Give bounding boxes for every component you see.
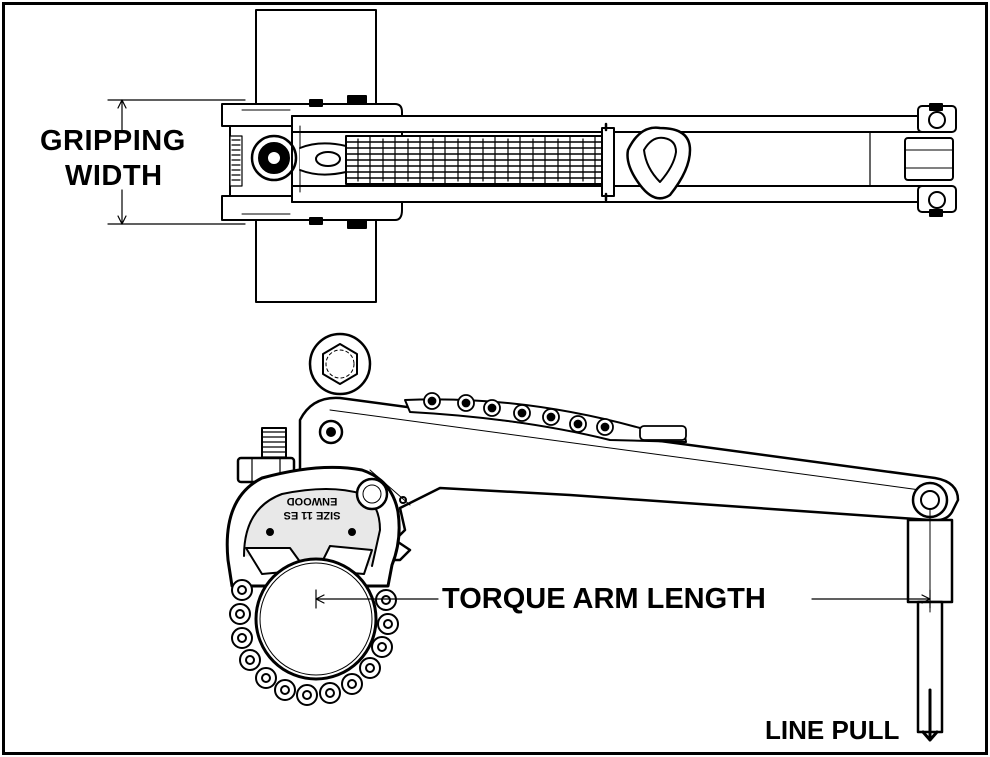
side-view: SIZE 11 ES ENWOOD: [225, 332, 960, 742]
svg-text:SIZE 11 ES: SIZE 11 ES: [284, 509, 341, 521]
side-view-handle-arm: [298, 396, 960, 562]
svg-text:ENWOOD: ENWOOD: [287, 495, 338, 507]
side-view-pipe: [254, 557, 378, 681]
side-view-top-cap: [308, 332, 372, 396]
torque-arm-dimension: [315, 589, 931, 609]
gripping-width-label-line2: WIDTH: [65, 160, 163, 192]
side-view-end-pin: [906, 481, 954, 742]
top-view-chain-connector: [299, 142, 347, 176]
side-view-wrap-chain: [229, 579, 399, 706]
side-view-jaw-housing: SIZE 11 ES ENWOOD: [225, 465, 401, 588]
top-view-jaw-teeth: [229, 135, 243, 187]
line-pull-label: LINE PULL: [765, 715, 900, 745]
side-view-upper-chain: [404, 392, 687, 443]
gripping-width-dimension: [107, 99, 246, 225]
gripping-width-label-line1: GRIPPING: [40, 125, 186, 157]
side-view-size-plate: SIZE 11 ES ENWOOD: [284, 495, 341, 521]
top-view: [107, 9, 957, 303]
top-view-chain: [345, 122, 615, 202]
top-view-end-clevis: [869, 103, 957, 217]
top-view-shackle: [626, 126, 692, 200]
torque-arm-length-label: TORQUE ARM LENGTH: [440, 583, 768, 616]
